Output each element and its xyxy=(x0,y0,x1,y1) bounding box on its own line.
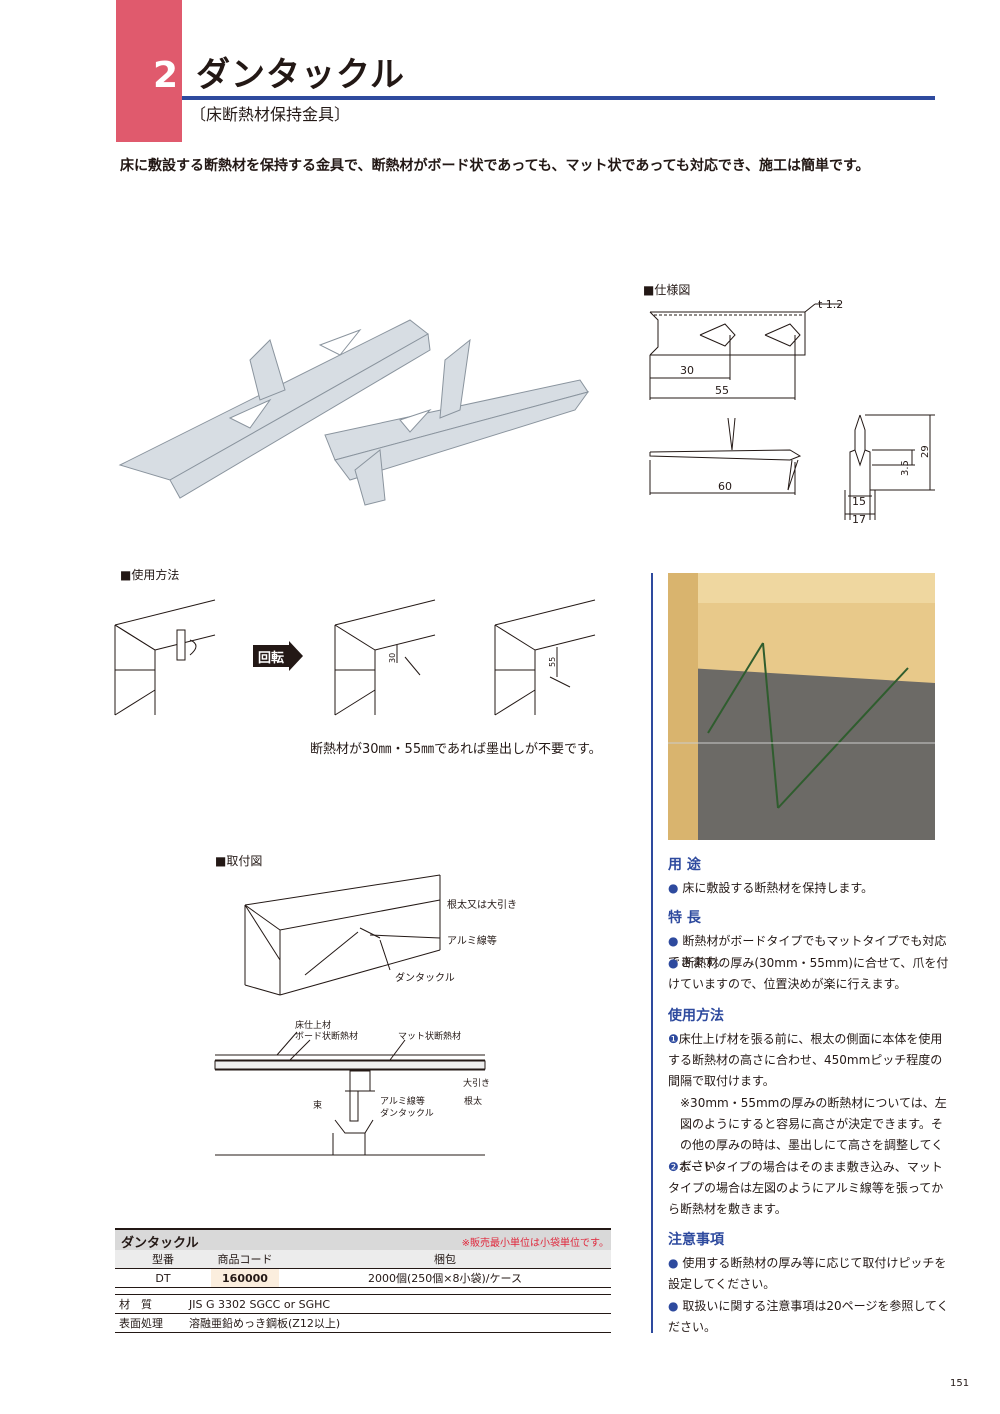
section-callout-mat: マット状断熱材 xyxy=(398,1030,461,1042)
product-code-table: 型番 商品コード 梱包 DT 160000 2000個(250個×8小袋)/ケー… xyxy=(115,1250,611,1288)
dim-29: 29 xyxy=(920,445,931,458)
section-callout-joist: 根太 xyxy=(464,1095,482,1107)
usage-caption: 断熱材が30㎜・55㎜であれば墨出しが不要です。 xyxy=(310,742,602,757)
right-column-rule xyxy=(651,573,653,1333)
finish-label: 表面処理 xyxy=(115,1313,185,1333)
section-callout-beam: 大引き xyxy=(463,1077,490,1089)
header-model: 型番 xyxy=(115,1250,211,1269)
dim-60: 60 xyxy=(718,480,732,493)
product-table-note: ※販売最小単位は小袋単位です。 xyxy=(461,1238,609,1249)
section-callout-wire: アルミ線等 xyxy=(380,1095,425,1107)
spec-drawing-label: ■仕様図 xyxy=(643,283,691,297)
method-item-2: ❷ボードタイプの場合はそのまま敷き込み、マットタイプの場合は左図のようにアルミ線… xyxy=(668,1160,944,1216)
cell-model: DT xyxy=(115,1268,211,1288)
callout-joist: 根太又は大引き xyxy=(447,898,517,911)
usage-step2-drawing: 30 xyxy=(334,599,436,716)
section-callout-finish: 床仕上材 xyxy=(295,1019,331,1031)
spec-drawing: 30 55 t 1.2 60 15 17 3.5 29 xyxy=(649,298,935,526)
floor-section-drawing: 床仕上材 ボード状断熱材 マット状断熱材 大引き アルミ線等 根太 束 ダンタッ… xyxy=(214,1019,490,1156)
section-callout-board: ボード状断熱材 xyxy=(295,1030,358,1042)
caution-item-1: ● 使用する断熱材の厚み等に応じて取付けピッチを設定してください。 xyxy=(668,1256,947,1291)
installation-photo xyxy=(668,573,935,840)
product-table-title: ダンタックル xyxy=(121,1236,199,1251)
page-subtitle: 〔床断熱材保持金具〕 xyxy=(190,105,351,124)
usage-dim-55: 55 xyxy=(548,657,557,667)
dim-55: 55 xyxy=(715,384,729,397)
callout-dantackle: ダンタックル xyxy=(395,971,455,984)
usage-step3-drawing: 55 xyxy=(494,599,596,716)
section-callout-dantackle: ダンタックル xyxy=(380,1107,434,1119)
dim-15: 15 xyxy=(852,495,866,508)
usage-dim-30: 30 xyxy=(388,653,397,663)
dim-thickness: t 1.2 xyxy=(818,298,843,311)
rotate-arrow: 回転 xyxy=(253,641,303,671)
rotate-label: 回転 xyxy=(258,651,285,666)
cell-package: 2000個(250個×8小袋)/ケース xyxy=(279,1268,611,1288)
method-note: ※30mm・55mmの厚みの断熱材については、左図のようにすると容易に高さが決定… xyxy=(680,1096,947,1173)
product-table: ダンタックル ※販売最小単位は小袋単位です。 型番 商品コード 梱包 DT 16… xyxy=(115,1228,611,1333)
caution-item-2: ● 取扱いに関する注意事項は20ページを参照してください。 xyxy=(668,1299,949,1334)
feature-item-1: ● 断熱材がボードタイプでもマットタイプでも対応できます。 xyxy=(668,934,947,969)
dim-17: 17 xyxy=(852,513,866,526)
usage-step1-drawing xyxy=(114,599,216,716)
section-callout-post: 束 xyxy=(313,1100,322,1111)
header-code: 商品コード xyxy=(211,1250,279,1269)
intro-text: 床に敷設する断熱材を保持する金具で、断熱材がボード状であっても、マット状であって… xyxy=(120,158,870,174)
title-rule xyxy=(182,96,935,100)
product-illustration xyxy=(118,319,590,506)
material-table: 材 質 JIS G 3302 SGCC or SGHC 表面処理 溶融亜鉛めっき… xyxy=(115,1294,611,1333)
use-heading: 用 途 xyxy=(668,857,701,873)
method-heading: 使用方法 xyxy=(668,1008,724,1024)
install-drawing: 根太又は大引き アルミ線等 ダンタックル xyxy=(244,874,517,996)
usage-label: ■使用方法 xyxy=(120,568,180,582)
feature-heading: 特 長 xyxy=(668,910,701,926)
material-value: JIS G 3302 SGCC or SGHC xyxy=(185,1294,611,1314)
page-number: 151 xyxy=(950,1378,970,1389)
install-label: ■取付図 xyxy=(215,854,263,868)
callout-wire: アルミ線等 xyxy=(447,934,497,947)
dim-30: 30 xyxy=(680,364,694,377)
use-item: ● 床に敷設する断熱材を保持します。 xyxy=(668,881,874,895)
section-number: 2 xyxy=(153,55,179,96)
feature-item-2: ● 断熱材の厚み(30mm・55mm)に合せて、爪を付けていますので、位置決めが… xyxy=(668,956,949,991)
cell-code: 160000 xyxy=(211,1268,279,1288)
finish-value: 溶融亜鉛めっき鋼板(Z12以上) xyxy=(185,1313,611,1333)
header-package: 梱包 xyxy=(279,1250,611,1269)
page-title: ダンタックル xyxy=(196,55,405,95)
dim-3-5: 3.5 xyxy=(900,460,911,476)
section-tab xyxy=(116,0,182,142)
method-item-1: ❶床仕上げ材を張る前に、根太の側面に本体を使用する断熱材の高さに合わせ、450m… xyxy=(668,1032,943,1088)
caution-heading: 注意事項 xyxy=(668,1232,724,1248)
material-label: 材 質 xyxy=(115,1294,185,1314)
